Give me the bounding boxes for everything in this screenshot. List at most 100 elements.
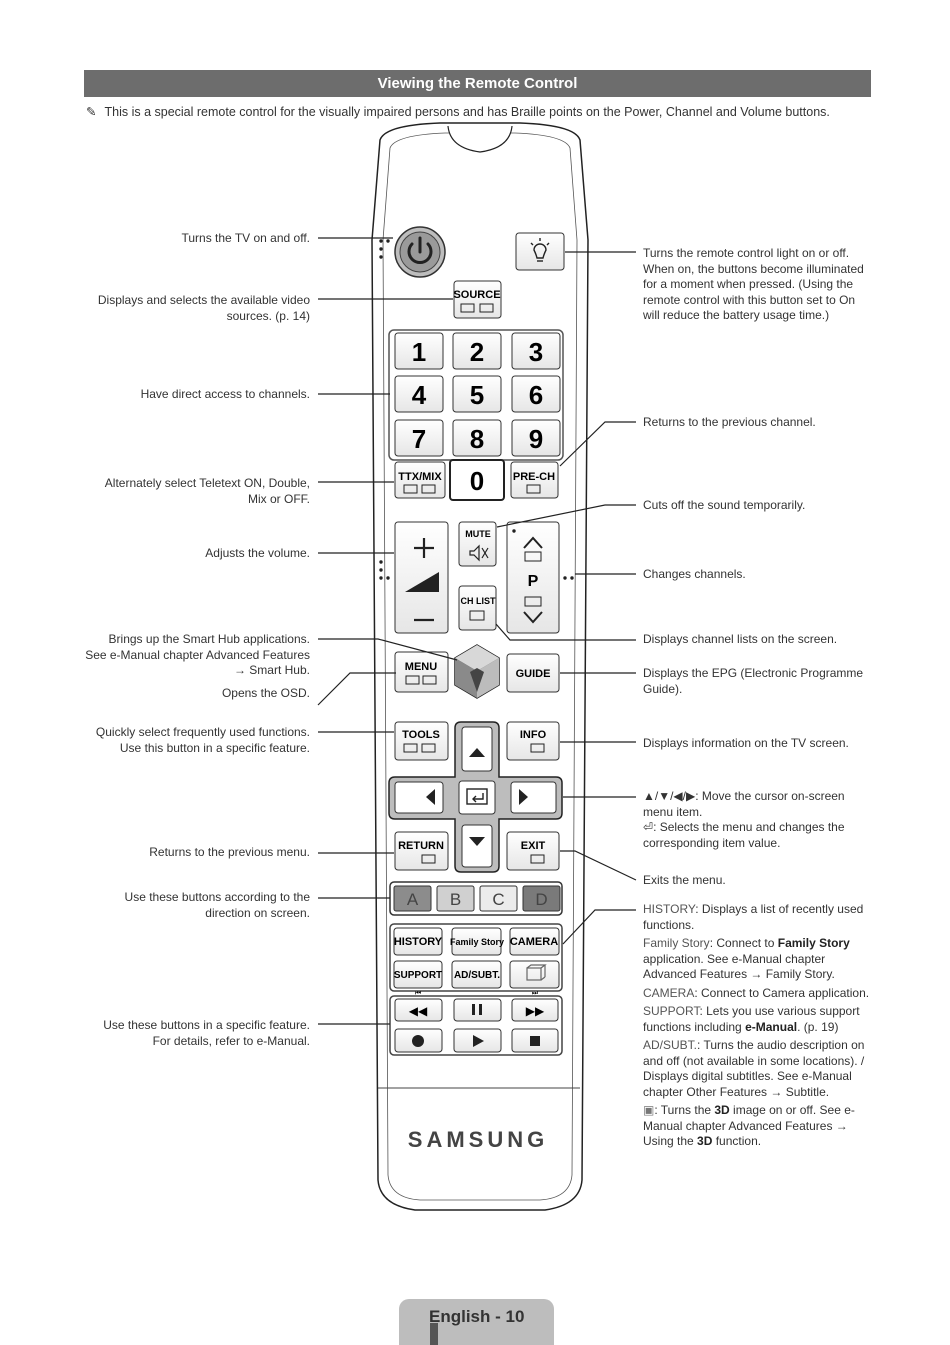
digit-6-button[interactable] — [511, 375, 561, 413]
digit-3-button[interactable] — [511, 332, 561, 370]
family-term: Family Story — [643, 936, 710, 950]
family-desc-2: application. See e-Manual chapter Advanc… — [643, 951, 835, 982]
annotation-ch-list: Displays channel lists on the screen. — [643, 632, 838, 646]
channel-down-icon — [523, 611, 543, 624]
pause-button[interactable] — [453, 998, 502, 1022]
digit-5-label: 5 — [470, 380, 484, 410]
pre-ch-button[interactable] — [510, 461, 559, 499]
adsubt-term: AD/SUBT. — [643, 1038, 698, 1052]
digit-2-label: 2 — [470, 337, 484, 367]
guide-label: GUIDE — [516, 668, 551, 680]
digit-2-button[interactable] — [452, 332, 502, 370]
digit-1-label: 1 — [412, 337, 426, 367]
ad-subt-button[interactable] — [451, 960, 502, 989]
annotation-playback: Use these buttons in a specific feature.… — [103, 1018, 310, 1048]
exit-label: EXIT — [521, 840, 546, 852]
pause-icon — [472, 1004, 482, 1015]
digit-4-label: 4 — [412, 380, 427, 410]
color-button-d[interactable] — [522, 885, 561, 912]
color-button-a-label: A — [407, 890, 419, 909]
channel-rocker — [506, 521, 560, 634]
camera-desc: : Connect to Camera application. — [694, 985, 870, 1000]
digit-0-button[interactable] — [449, 459, 505, 501]
support-button[interactable] — [393, 960, 443, 989]
camera-label: CAMERA — [510, 936, 558, 948]
3d-button[interactable] — [509, 960, 560, 989]
family-story-label: Family Story — [450, 937, 504, 947]
mute-label: MUTE — [465, 529, 491, 539]
color-button-c[interactable] — [479, 885, 518, 912]
info-label: INFO — [520, 729, 547, 741]
ad-subt-label: AD/SUBT. — [454, 970, 500, 981]
threed-bold-2: 3D — [697, 1134, 713, 1148]
smart-hub-button[interactable] — [454, 644, 500, 699]
exit-button[interactable] — [506, 831, 560, 871]
stop-icon — [530, 1036, 540, 1046]
record-icon — [412, 1035, 424, 1047]
arrow-down-icon — [469, 837, 485, 846]
family-story-button[interactable] — [451, 927, 502, 956]
annotation-navigation: ▲/▼/◀/▶: Move the cursor on-screen menu … — [643, 789, 871, 851]
color-button-a[interactable] — [393, 885, 432, 912]
menu-button[interactable] — [394, 651, 449, 693]
ttx-mix-label: TTX/MIX — [398, 471, 442, 483]
threed-desc-2: image on or off. See e-Manual chapter Ad… — [643, 1103, 855, 1148]
menu-label: MENU — [405, 661, 437, 673]
svg-text:⏮: ⏮ — [415, 990, 421, 997]
annotation-nav-arrows: ▲/▼/◀/▶: Move the cursor on-screen menu … — [643, 789, 845, 819]
ch-list-button[interactable] — [458, 585, 497, 631]
nav-left-button[interactable] — [394, 781, 444, 814]
fast-forward-button[interactable] — [511, 998, 559, 1022]
support-desc-1: : Lets you use various support functions… — [643, 1004, 860, 1034]
adsubt-desc: : Turns the audio description on and off… — [643, 1038, 865, 1099]
leader-lines — [317, 237, 637, 1025]
footer-tab — [430, 1323, 438, 1345]
source-button[interactable] — [453, 280, 502, 319]
support-label: SUPPORT — [394, 970, 442, 981]
svg-text:⏭: ⏭ — [532, 990, 539, 997]
annotation-nav-enter: ⏎: Selects the menu and changes the corr… — [643, 820, 871, 851]
tools-label: TOOLS — [402, 729, 440, 741]
annotation-channel: Changes channels. — [643, 567, 746, 581]
rewind-icon: ◀◀ — [409, 1004, 428, 1018]
history-button[interactable] — [393, 927, 443, 956]
tools-button[interactable] — [394, 721, 449, 761]
light-button[interactable] — [515, 232, 565, 271]
pencil-note-icon: ✎ — [86, 105, 97, 119]
pre-ch-label: PRE-CH — [513, 471, 555, 483]
digit-8-label: 8 — [470, 424, 484, 454]
camera-button[interactable] — [509, 927, 560, 956]
page-number: English - 10 — [429, 1307, 525, 1326]
digit-7-label: 7 — [412, 424, 426, 454]
family-bold: Family Story — [777, 936, 850, 950]
info-button[interactable] — [506, 721, 560, 761]
annotation-tools: Quickly select frequently used functions… — [95, 725, 310, 755]
digit-9-label: 9 — [529, 424, 543, 454]
annotation-channels: Have direct access to channels. — [140, 387, 310, 401]
ch-list-label: CH LIST — [461, 596, 497, 606]
digit-6-label: 6 — [529, 380, 543, 410]
nav-right-button[interactable] — [510, 781, 557, 814]
digit-4-button[interactable] — [394, 375, 444, 413]
rewind-button[interactable] — [394, 998, 443, 1022]
page-footer: English - 10 — [399, 1299, 554, 1345]
digit-9-button[interactable] — [511, 419, 561, 457]
annotation-function-buttons: HISTORY: Displays a list of recently use… — [643, 902, 873, 1150]
annotation-volume: Adjusts the volume. — [205, 546, 310, 560]
channel-up-icon — [523, 536, 543, 549]
color-button-b[interactable] — [436, 885, 475, 912]
channel-p-label: P — [528, 573, 539, 590]
arrow-left-icon — [426, 789, 435, 805]
volume-level-icon — [405, 572, 439, 592]
enter-button[interactable] — [458, 780, 496, 815]
digit-5-button[interactable] — [452, 375, 502, 413]
digit-1-button[interactable] — [394, 332, 444, 370]
digit-8-button[interactable] — [452, 419, 502, 457]
digit-7-button[interactable] — [394, 419, 444, 457]
return-label: RETURN — [398, 840, 444, 852]
volume-rocker — [394, 521, 449, 634]
ttx-mix-button[interactable] — [394, 461, 446, 499]
guide-button[interactable] — [506, 653, 560, 693]
threed-desc-3: function. — [712, 1134, 762, 1148]
